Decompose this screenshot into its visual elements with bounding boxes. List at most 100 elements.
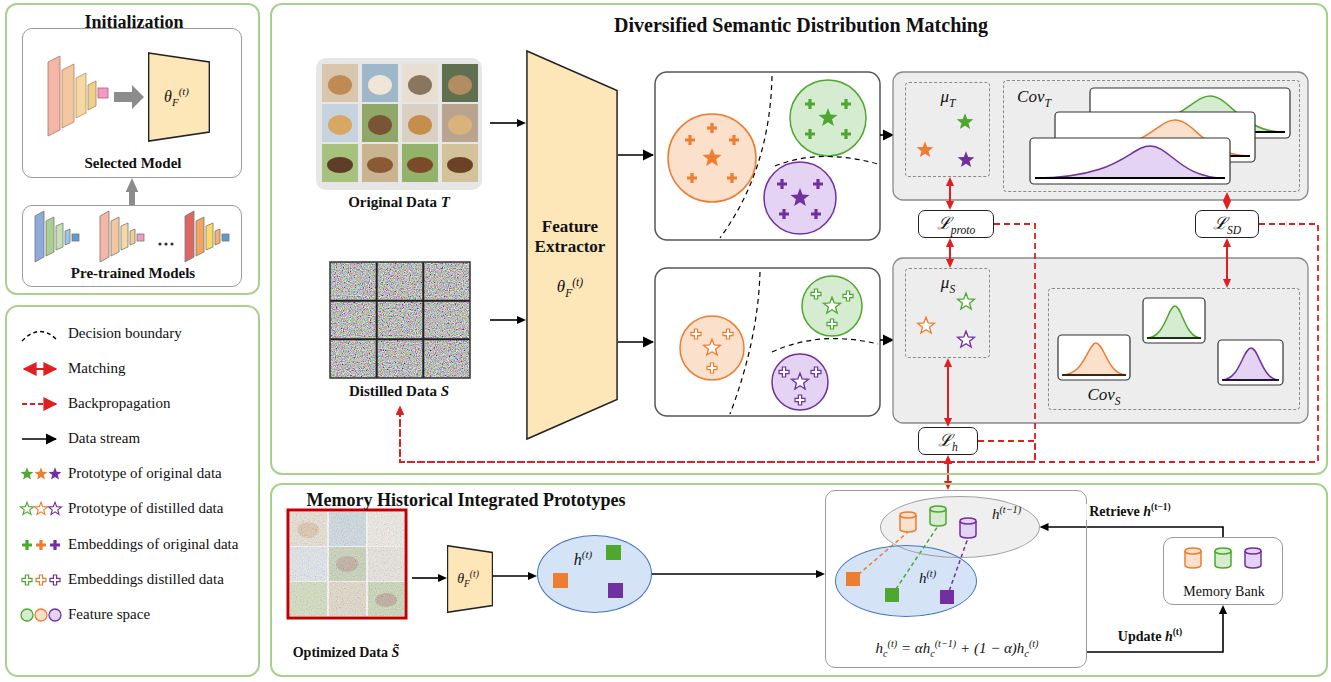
model-icon	[48, 56, 144, 136]
arrowhead	[1223, 201, 1231, 210]
text-part: c	[883, 648, 888, 659]
node-text: Memory Bank	[1183, 584, 1264, 600]
feature-space	[668, 114, 756, 202]
prototype-illustration	[1215, 548, 1231, 554]
legend-panel	[21, 467, 34, 479]
feature-space	[655, 72, 880, 240]
text-part: S	[1115, 395, 1121, 408]
photo-grid	[447, 157, 473, 173]
photo-grid	[402, 104, 438, 142]
feature-space	[707, 363, 717, 373]
photo-grid	[368, 115, 392, 135]
photo-grid	[402, 64, 438, 102]
legend-panel	[36, 540, 46, 550]
text-part: S̃	[391, 645, 399, 660]
photo-grid	[322, 104, 358, 142]
legend-panel	[22, 403, 56, 405]
feature-space	[704, 339, 721, 355]
text-part: F	[565, 287, 572, 300]
trapezoid-shape	[527, 51, 617, 439]
legend-panel	[6, 306, 259, 676]
text-part: (t)	[179, 85, 189, 97]
trapezoid-shape	[447, 546, 492, 613]
arrowhead	[528, 572, 537, 580]
node-text: Distilled Data S	[349, 383, 449, 400]
arrowhead	[396, 406, 404, 415]
statistics-panel	[1147, 306, 1201, 338]
photo-grid	[362, 104, 398, 142]
prototype-illustration	[853, 532, 908, 579]
data-stream	[618, 154, 653, 156]
statistics-panel	[958, 331, 975, 347]
text-part: (t)	[1029, 638, 1039, 649]
legend-text: Embeddings distilled data	[68, 571, 224, 588]
node-text: Diversified Semantic Distribution Matchi…	[614, 14, 988, 37]
text-part: h	[1143, 504, 1151, 519]
feature-space	[655, 72, 880, 416]
feature-space	[691, 329, 701, 339]
text-part: (t)	[926, 568, 936, 579]
statistics-panel	[958, 151, 975, 167]
memory-bank: Memory Bank	[1163, 537, 1283, 605]
statistics-panel	[917, 141, 934, 157]
photo-grid	[367, 157, 393, 173]
arrowhead	[517, 316, 526, 324]
model-box: Pre-trained Models	[22, 205, 242, 287]
trapezoid-shape	[148, 52, 209, 140]
photo-grid	[402, 144, 438, 182]
connector	[946, 238, 954, 268]
prototype-illustration	[892, 526, 938, 595]
feature-space	[779, 209, 789, 219]
legend-text: Backpropagation	[68, 395, 170, 412]
prototype-illustration	[940, 590, 954, 604]
text-part: (t)	[1173, 627, 1183, 637]
model-icons	[130, 229, 135, 245]
feature-space	[843, 291, 853, 301]
model-icons	[65, 229, 70, 245]
connector-line	[1087, 612, 1223, 652]
feature-space	[818, 108, 837, 126]
photo-grid	[327, 157, 353, 173]
legend-panel	[22, 438, 56, 440]
noise-grid	[330, 262, 470, 378]
extractor-trapezoid: Feature ExtractorθF(t)	[526, 47, 618, 443]
model-icons	[72, 234, 79, 241]
legend-panel	[49, 609, 61, 621]
model-icons	[196, 217, 204, 256]
panel: Diversified Semantic Distribution Matchi…	[270, 3, 1328, 475]
prototype-illustration	[846, 572, 860, 586]
node-text: Optimized Data S̃	[293, 645, 400, 661]
extractor-trapezoid: θF(t)	[447, 545, 493, 613]
arrowhead	[946, 177, 954, 186]
node-text: μT	[941, 87, 956, 107]
optimized-image	[290, 512, 404, 616]
feature-space	[772, 339, 878, 352]
photo-grid	[322, 144, 358, 182]
connector	[652, 570, 825, 578]
legend-panel	[49, 502, 62, 514]
panel: InitializationSelected ModelθF(t)Pre-tra…	[5, 3, 260, 295]
noise-grid	[330, 262, 470, 378]
prototype-box: μT	[905, 82, 990, 177]
feature-space	[655, 268, 880, 416]
legend-panel	[24, 368, 56, 370]
connector	[396, 406, 1035, 462]
photo-grid	[407, 157, 433, 173]
text-part: T	[441, 194, 450, 210]
text-part: (t)	[572, 276, 583, 289]
node-text: Pre-trained Models	[71, 265, 195, 282]
legend-text: Prototype of original data	[68, 465, 222, 482]
statistics-panel	[1222, 379, 1279, 381]
loss-box: ℒproto	[918, 210, 994, 238]
model-trapezoid: θF(t)	[148, 52, 210, 142]
photo-grid	[328, 75, 352, 95]
image-box: Optimized Data S̃	[280, 505, 412, 667]
arrowhead	[1040, 523, 1049, 531]
data-stream	[880, 339, 893, 341]
feature-space	[777, 179, 787, 189]
statistics-panel	[957, 113, 974, 129]
photo-grid	[316, 58, 482, 190]
prototype-illustration	[553, 573, 568, 588]
legend-panel	[36, 575, 46, 585]
